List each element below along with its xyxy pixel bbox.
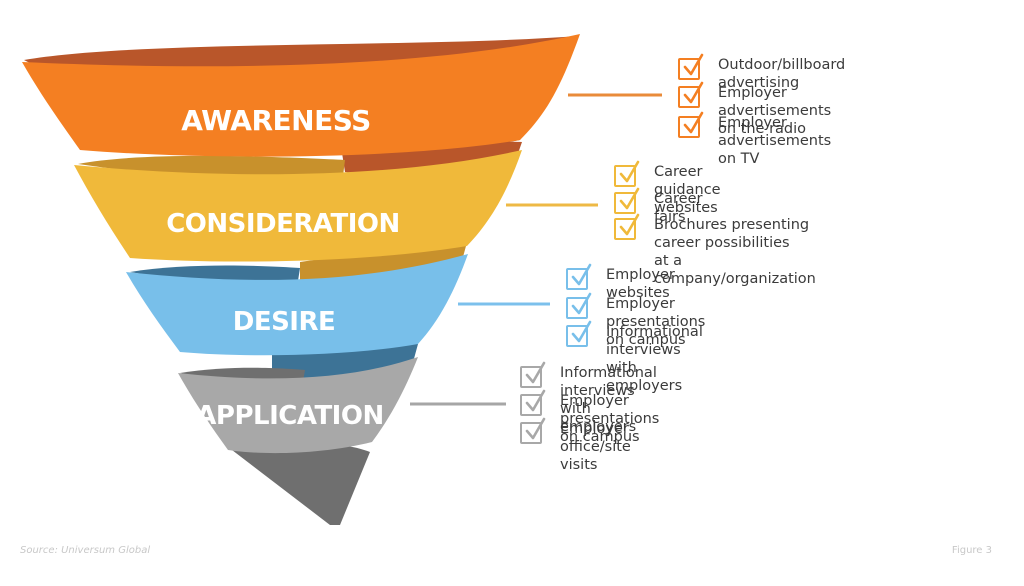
- source-note: Source: Universum Global: [20, 545, 151, 556]
- consideration-band: [74, 150, 522, 262]
- checkbox-icon: [520, 417, 546, 444]
- item-text: Outdoor/billboard advertising: [718, 57, 846, 91]
- checkbox-icon: [566, 263, 592, 290]
- application-label: APPLICATION: [196, 401, 383, 431]
- checkbox-icon: [520, 361, 546, 388]
- awareness-band: [22, 34, 580, 157]
- checkbox-icon: [566, 320, 592, 347]
- consideration-label: CONSIDERATION: [166, 209, 400, 239]
- item-text: Informational interviews with employers: [606, 324, 703, 394]
- item-text: Employer websites: [606, 267, 675, 301]
- checkbox-icon: [614, 213, 640, 240]
- funnel-tip: [232, 442, 370, 525]
- awareness-label: AWARENESS: [181, 104, 371, 137]
- checkbox-icon: [614, 160, 640, 187]
- checkbox-icon: [678, 81, 704, 108]
- item-text: Employer advertisements on the radio: [718, 85, 832, 137]
- item-text: Career guidance websites: [654, 164, 721, 216]
- desire-label: DESIRE: [233, 307, 336, 337]
- application-band: [178, 357, 418, 454]
- item-text: Informational interviews with employers: [560, 365, 657, 435]
- checkbox-icon: [614, 187, 640, 214]
- item-text: Brochures presenting career possibilitie…: [654, 217, 816, 287]
- item-text: Employer advertisements on TV: [718, 115, 832, 167]
- figure-number: Figure 3: [951, 545, 992, 556]
- item-text: Employer office/site visits: [560, 421, 631, 473]
- checkbox-icon: [678, 53, 704, 80]
- checkbox-icon: [678, 111, 704, 138]
- desire-band: [126, 254, 468, 356]
- checkbox-icon: [566, 292, 592, 319]
- item-text: Career fairs: [654, 191, 703, 225]
- checkbox-icon: [520, 389, 546, 416]
- item-text: Employer presentations on campus: [560, 393, 660, 445]
- item-text: Employer presentations on campus: [606, 296, 706, 348]
